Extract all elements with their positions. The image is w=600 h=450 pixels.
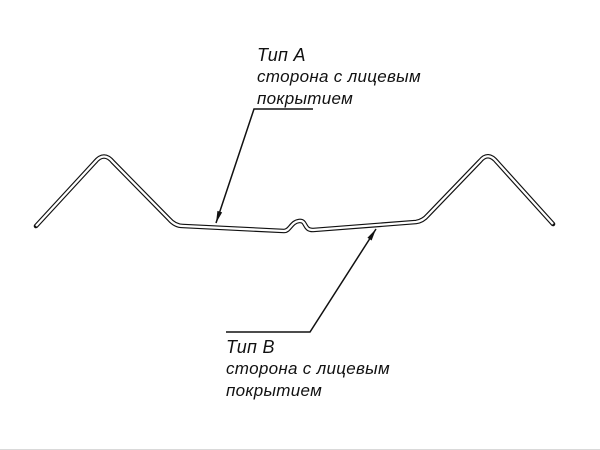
type-b-callout: Тип В сторона с лицевым покрытием [226, 336, 390, 402]
type-b-text-line: покрытием [226, 381, 323, 400]
type-a-leader-line [215, 108, 313, 224]
type-b-title: Тип В [226, 337, 275, 357]
type-a-title: Тип А [257, 45, 306, 65]
type-b-leader-line [226, 228, 377, 333]
type-b-text-line: сторона с лицевым [226, 359, 390, 378]
type-a-text-line: сторона с лицевым [257, 67, 421, 86]
sheet-profile-outline [33, 153, 556, 234]
type-a-text-line: покрытием [257, 89, 354, 108]
sheet-profile-inner [35, 155, 554, 233]
type-a-callout: Тип А сторона с лицевым покрытием [257, 44, 421, 110]
